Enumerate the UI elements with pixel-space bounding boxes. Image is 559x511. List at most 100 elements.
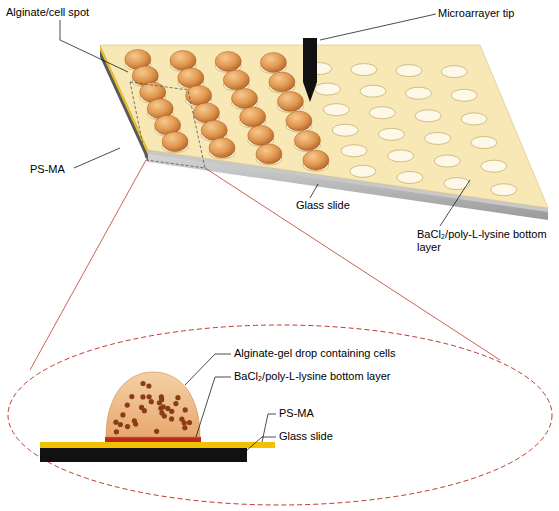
cell — [169, 416, 174, 421]
zoom-line — [205, 168, 500, 360]
leader-line — [262, 414, 276, 442]
spot-well — [441, 66, 467, 78]
part-label: BaCl₂/poly-L-lysine bottom layer — [234, 370, 391, 383]
leader-line — [60, 20, 128, 72]
cell — [158, 406, 163, 411]
alginate-spot — [178, 68, 204, 88]
alginate-spot — [240, 107, 266, 127]
alginate-spot — [215, 51, 241, 71]
spot-well — [350, 165, 376, 177]
leader-lines — [60, 14, 470, 451]
cell — [118, 422, 123, 427]
alginate-spot — [201, 120, 227, 140]
spot-well — [434, 155, 460, 167]
part-label: Alginate/cell spot — [6, 6, 89, 19]
spot-well — [388, 150, 414, 162]
leader-line — [246, 437, 276, 451]
spot-well — [397, 171, 423, 183]
cell — [139, 405, 144, 410]
part-label: Glass slide — [296, 199, 350, 212]
part-label: Alginate-gel drop containing cells — [234, 347, 395, 360]
cell — [120, 412, 125, 417]
alginate-drop — [106, 372, 200, 437]
cell — [162, 413, 167, 418]
cell — [154, 429, 159, 434]
alginate-spot — [186, 85, 212, 105]
alginate-spot — [286, 111, 312, 131]
alginate-spot — [256, 144, 282, 164]
spot-well — [471, 137, 497, 149]
cell — [114, 429, 119, 434]
spot-well — [332, 124, 358, 136]
leader-line — [74, 148, 120, 168]
cell — [173, 401, 178, 406]
alginate-spot — [193, 103, 219, 123]
zoom-ellipse — [8, 325, 552, 505]
alginate-spot — [303, 150, 329, 170]
spot-well — [378, 128, 404, 140]
cell — [149, 399, 154, 404]
spot-well — [406, 87, 432, 99]
ps-ma-top-face — [100, 45, 548, 208]
glass-slide-section — [40, 448, 247, 462]
cell — [125, 403, 130, 408]
spot-well — [396, 65, 422, 77]
leader-line — [196, 377, 231, 437]
spot-well — [369, 107, 395, 119]
cell — [147, 394, 152, 399]
alginate-spot — [277, 92, 303, 112]
part-label: BaCl₂/poly-L-lysine bottom layer — [417, 228, 555, 254]
spot-well — [360, 85, 386, 97]
spot-well — [425, 132, 451, 144]
cells — [113, 381, 192, 435]
spot-grid — [125, 49, 517, 195]
alginate-spot — [223, 70, 249, 90]
microarrayer-tip — [303, 38, 317, 102]
cell — [187, 420, 192, 425]
spot-well — [491, 184, 517, 196]
spot-well — [461, 113, 487, 125]
cell — [183, 407, 188, 412]
cell — [140, 394, 145, 399]
alginate-spot — [209, 138, 235, 158]
alginate-spot — [269, 72, 295, 92]
zoom-line — [30, 160, 146, 370]
part-label: Glass slide — [279, 430, 333, 443]
spot-well — [444, 178, 470, 190]
zoom-region — [130, 82, 205, 168]
part-label: Microarrayer tip — [438, 7, 514, 20]
part-label: PS-MA — [30, 163, 65, 176]
leader-line — [320, 14, 436, 40]
cell — [146, 383, 151, 388]
cell — [125, 424, 130, 429]
cell — [169, 409, 174, 414]
spot-well — [451, 89, 477, 101]
cell — [179, 417, 184, 422]
alginate-spot — [162, 132, 188, 152]
spot-well — [415, 110, 441, 122]
alginate-spot — [260, 53, 286, 73]
cell — [175, 395, 180, 400]
leader-line — [440, 180, 470, 226]
spot-well — [341, 145, 367, 157]
cell — [129, 394, 134, 399]
cell — [132, 418, 137, 423]
spot-well — [323, 104, 349, 116]
alginate-spot — [294, 131, 320, 151]
bottom-layer-section — [105, 437, 201, 442]
spot-well — [351, 64, 377, 76]
leader-line — [185, 354, 231, 385]
spot-well — [481, 160, 507, 172]
cell — [113, 420, 118, 425]
part-label: PS-MA — [279, 407, 314, 420]
spot-well — [314, 83, 340, 95]
alginate-spot — [170, 50, 196, 70]
alginate-spot — [232, 88, 258, 108]
cell — [140, 381, 145, 386]
leader-line — [310, 184, 318, 198]
alginate-spot — [248, 125, 274, 145]
cell — [182, 425, 187, 430]
cell — [159, 397, 164, 402]
ps-ma-section — [40, 442, 275, 448]
